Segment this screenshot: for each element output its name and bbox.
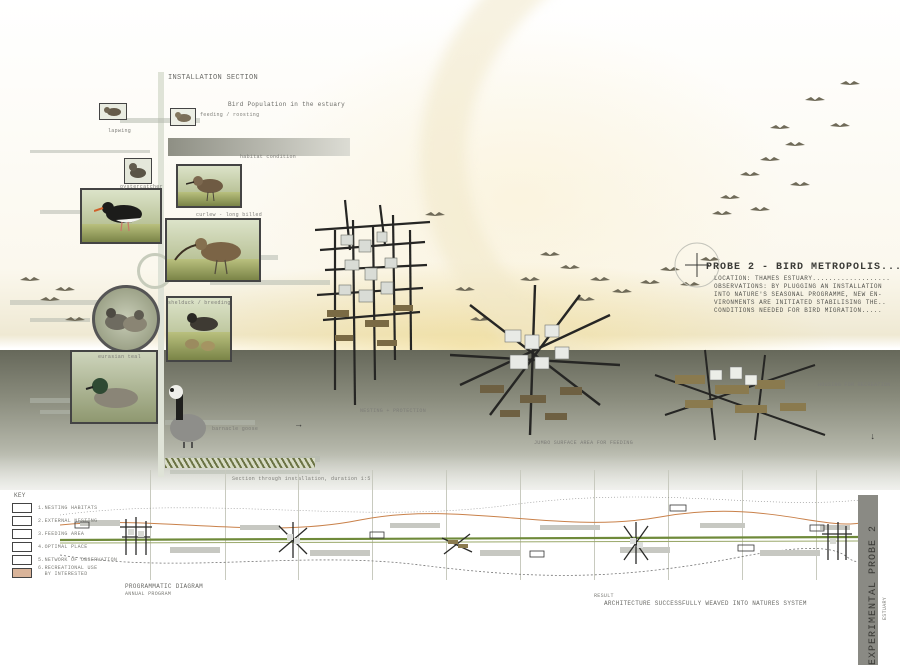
probe-description: LOCATION: THAMES ESTUARY................… xyxy=(714,275,891,314)
program-sublabel: ANNUAL PROGRAM xyxy=(125,591,172,597)
oystercatcher-panel xyxy=(80,188,162,244)
feeding-habitat-structure xyxy=(450,284,620,436)
installation-section-label: INSTALLATION SECTION xyxy=(168,74,259,82)
structure-thumbnail-icon xyxy=(822,522,852,560)
curlew-icon xyxy=(174,238,241,275)
teal-duck-panel xyxy=(70,350,158,424)
strip xyxy=(168,138,350,156)
small-bird-panel xyxy=(124,158,152,184)
legend-item: 6.RECREATIONAL USE BY INTERESTED xyxy=(38,565,98,577)
arrow-down-icon: ↓ xyxy=(870,432,876,442)
small-bird-icon xyxy=(129,163,146,178)
side-subtitle: ESTUARY xyxy=(882,596,888,620)
duck-family-panel xyxy=(166,296,232,362)
small-bird-icon xyxy=(104,107,121,116)
structure-thumbnail-icon xyxy=(278,522,308,558)
sandpiper-icon xyxy=(186,176,223,202)
curlew-panel xyxy=(165,218,261,282)
barnacle-goose xyxy=(162,380,212,448)
bird-flock-icon xyxy=(20,81,860,321)
grass-strip xyxy=(165,458,315,468)
section-caption: Section through installation, duration 1… xyxy=(232,476,371,482)
small-bird-panel xyxy=(170,108,196,126)
strip xyxy=(210,280,330,285)
strip xyxy=(40,210,100,214)
duck-icon xyxy=(105,308,147,332)
bird-population-label: Bird Population in the estuary xyxy=(228,101,346,108)
strip xyxy=(165,420,255,425)
duckling-icon xyxy=(185,313,218,351)
nesting-label: NESTING + PROTECTION xyxy=(360,408,427,414)
strip xyxy=(30,318,90,322)
legend-item: 2.EXTERNAL NESTING xyxy=(38,518,98,524)
small-bird-panel xyxy=(99,103,127,120)
legend-swatch xyxy=(12,516,32,526)
programmatic-diagram-label: PROGRAMMATIC DIAGRAM xyxy=(125,583,204,590)
ducks-circle-panel xyxy=(92,285,160,353)
small-bird-icon xyxy=(175,112,191,122)
legend-swatch xyxy=(12,542,32,552)
legend-item: 3.FEEDING AREA xyxy=(38,531,85,537)
recreation-label: HOUSING FOR RECREATION xyxy=(818,382,891,388)
recreation-housing-structure xyxy=(654,349,826,441)
feeding-label: JUMBO SURFACE AREA FOR FEEDING xyxy=(534,440,634,446)
strip xyxy=(30,150,150,153)
structure-thumbnail-icon xyxy=(441,533,473,555)
strip xyxy=(170,470,320,474)
side-title: EXPERIMENTAL PROBE 2 xyxy=(868,524,879,665)
teal-duck-icon xyxy=(85,378,138,408)
legend-swatch xyxy=(12,568,32,578)
nesting-tower-structure xyxy=(315,199,431,406)
probe-title: PROBE 2 - BIRD METROPOLIS.......... xyxy=(706,262,900,273)
legend-swatch xyxy=(12,555,32,565)
crosshair-icon xyxy=(674,242,720,288)
legend-item: 5.NETWORK OF OBSERVATION xyxy=(38,557,118,563)
side-title-bar xyxy=(858,495,878,665)
goose-icon xyxy=(169,385,206,448)
strip xyxy=(120,118,200,123)
legend-swatch xyxy=(12,529,32,539)
strip xyxy=(10,300,100,305)
key-label: KEY xyxy=(14,492,26,499)
legend-swatch xyxy=(12,503,32,513)
sandpiper-panel xyxy=(176,164,242,208)
oystercatcher-icon xyxy=(94,202,142,232)
legend-item: 1.NESTING HABITATS xyxy=(38,505,98,511)
legend-item: 4.OPTIMAL PLACE xyxy=(38,544,88,550)
result-label: RESULT xyxy=(594,593,614,599)
structure-thumbnail-icon xyxy=(623,522,649,564)
structure-thumbnail-icon xyxy=(120,517,152,555)
arrow-right-icon: → xyxy=(296,420,302,430)
architecture-caption: ARCHITECTURE SUCCESSFULLY WEAVED INTO NA… xyxy=(604,600,807,607)
